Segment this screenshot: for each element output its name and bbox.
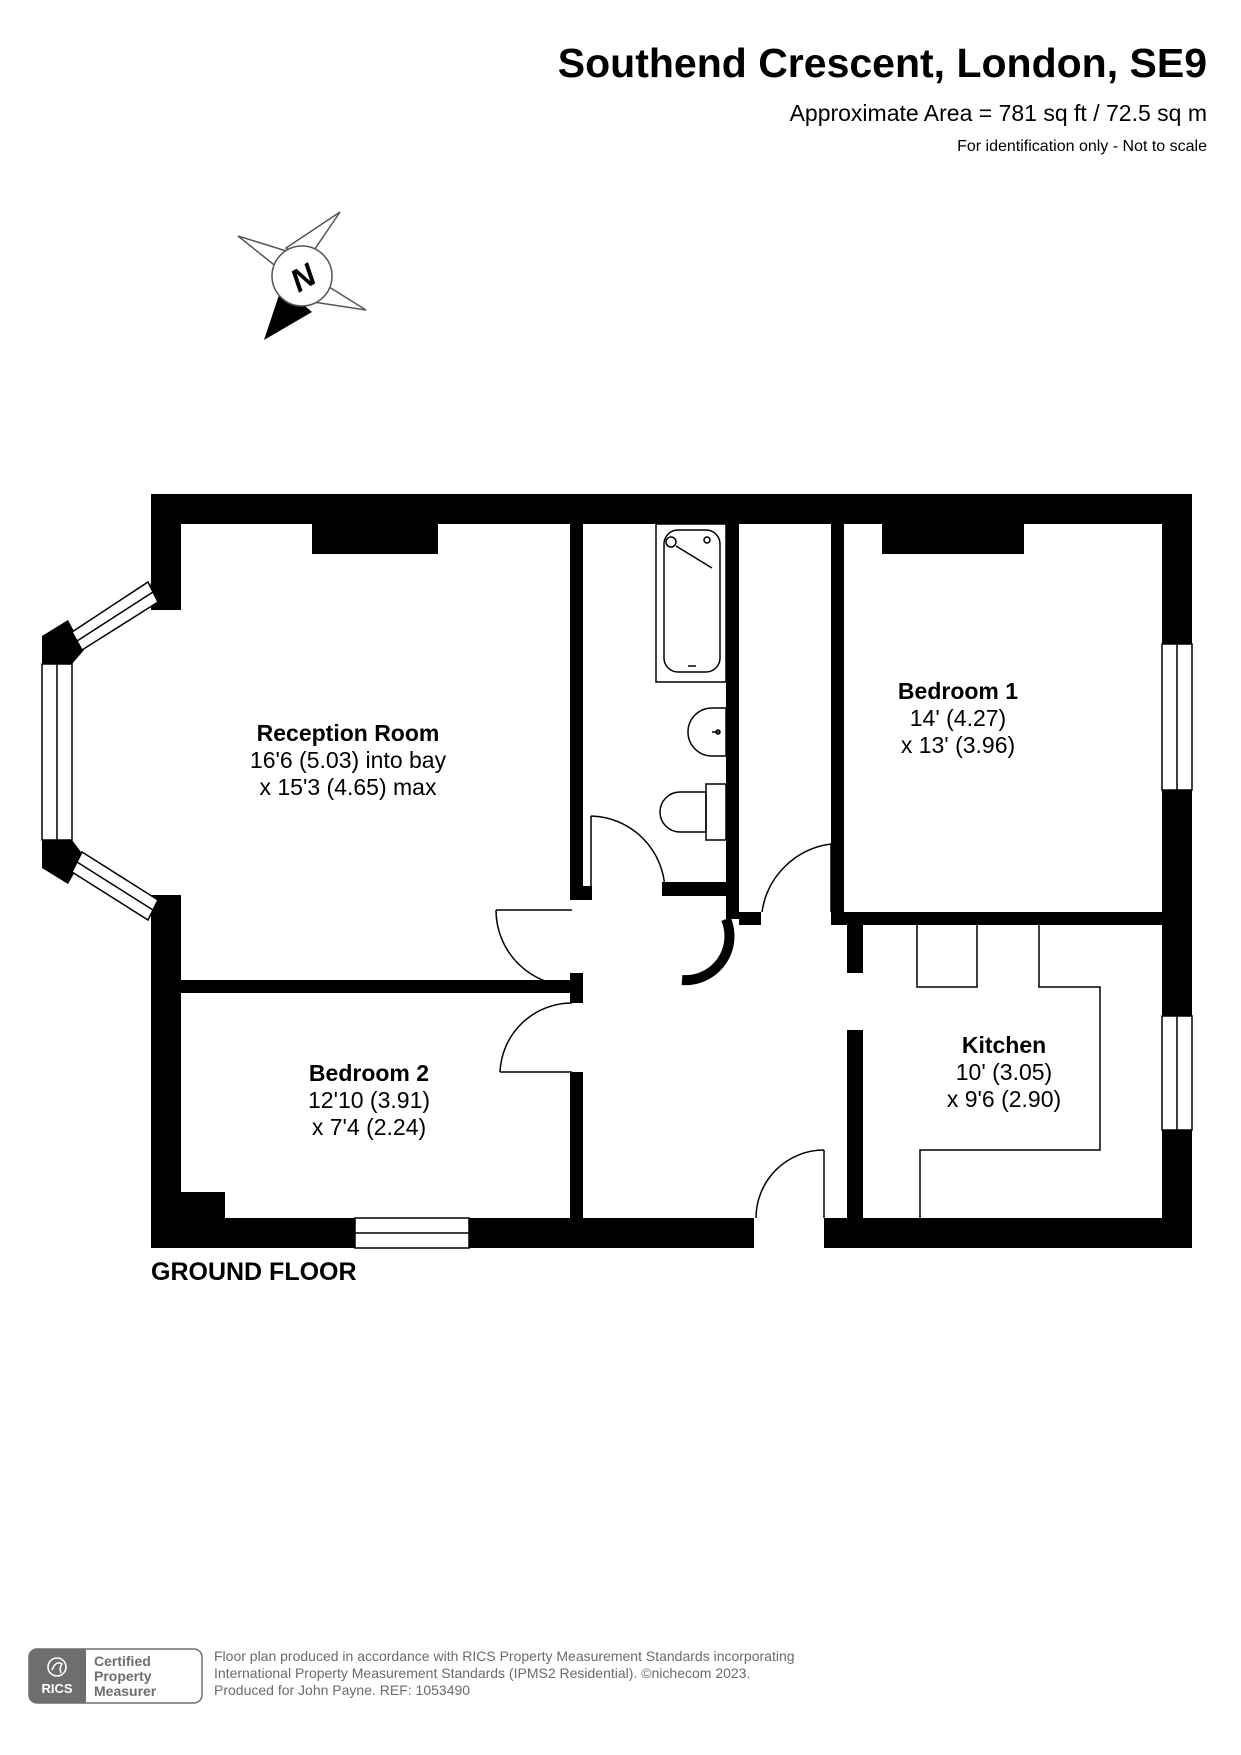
footer-line2: International Property Measurement Stand… — [214, 1665, 751, 1681]
door-entrance — [755, 1149, 825, 1219]
reception-name: Reception Room — [257, 720, 440, 746]
door-bedroom1 — [761, 843, 832, 913]
floor-label: GROUND FLOOR — [151, 1258, 357, 1286]
bedroom1-dim1: 14' (4.27) — [910, 705, 1006, 731]
toilet-icon — [659, 783, 727, 841]
rics-badge: RICS Certified Property Measurer — [28, 1648, 203, 1704]
reception-dim1: 16'6 (5.03) into bay — [250, 747, 447, 773]
compass: N — [237, 211, 367, 340]
bedroom1-name: Bedroom 1 — [898, 678, 1018, 704]
door-reception — [495, 909, 573, 987]
footer-line3: Produced for John Payne. REF: 1053490 — [214, 1682, 471, 1698]
property-title: Southend Crescent, London, SE9 — [557, 40, 1207, 86]
scale-disclaimer: For identification only - Not to scale — [957, 138, 1207, 155]
rics-logo-text: RICS — [41, 1681, 72, 1696]
compass-ring-icon — [271, 245, 333, 307]
bedroom1-dim2: x 13' (3.96) — [901, 732, 1015, 758]
window-bay-front — [41, 663, 73, 841]
room-label-reception: Reception Room 16'6 (5.03) into bay x 15… — [250, 720, 447, 800]
bedroom2-dim1: 12'10 (3.91) — [308, 1087, 430, 1113]
reception-dim2: x 15'3 (4.65) max — [260, 774, 437, 800]
window-bay-upper — [71, 580, 159, 652]
bathtub-icon — [655, 523, 727, 683]
window-bedroom1 — [1161, 643, 1193, 791]
door-curved-wall-icon — [681, 917, 735, 986]
bathroom-fixtures — [655, 523, 727, 841]
badge-line1: Certified — [94, 1653, 151, 1669]
approximate-area: Approximate Area = 781 sq ft / 72.5 sq m — [789, 100, 1207, 126]
door-bedroom2 — [499, 1002, 573, 1073]
badge-line2: Property — [94, 1668, 152, 1684]
window-bedroom2 — [354, 1217, 470, 1249]
rics-lion-icon — [47, 1657, 67, 1677]
bedroom2-dim2: x 7'4 (2.24) — [312, 1114, 426, 1140]
kitchen-counter-upper — [916, 925, 978, 988]
kitchen-name: Kitchen — [962, 1032, 1046, 1058]
window-bay-lower — [71, 850, 159, 922]
footer-line1: Floor plan produced in accordance with R… — [214, 1648, 795, 1664]
walls — [42, 494, 1192, 1248]
kitchen-counter-l — [919, 925, 1101, 1218]
badge-line3: Measurer — [94, 1683, 157, 1699]
basin-icon — [687, 707, 727, 757]
room-label-bedroom2: Bedroom 2 12'10 (3.91) x 7'4 (2.24) — [308, 1060, 430, 1140]
window-kitchen — [1161, 1015, 1193, 1131]
room-label-kitchen: Kitchen 10' (3.05) x 9'6 (2.90) — [947, 1032, 1061, 1112]
room-label-bedroom1: Bedroom 1 14' (4.27) x 13' (3.96) — [898, 678, 1018, 758]
bedroom2-name: Bedroom 2 — [309, 1060, 429, 1086]
kitchen-dim2: x 9'6 (2.90) — [947, 1086, 1061, 1112]
compass-north-arrow-icon — [264, 286, 312, 340]
kitchen-fittings — [916, 925, 1101, 1218]
door-bathroom — [590, 815, 666, 891]
kitchen-dim1: 10' (3.05) — [956, 1059, 1052, 1085]
doors — [495, 815, 832, 1219]
windows — [41, 580, 1193, 1249]
footer-text: Floor plan produced in accordance with R… — [214, 1648, 795, 1699]
